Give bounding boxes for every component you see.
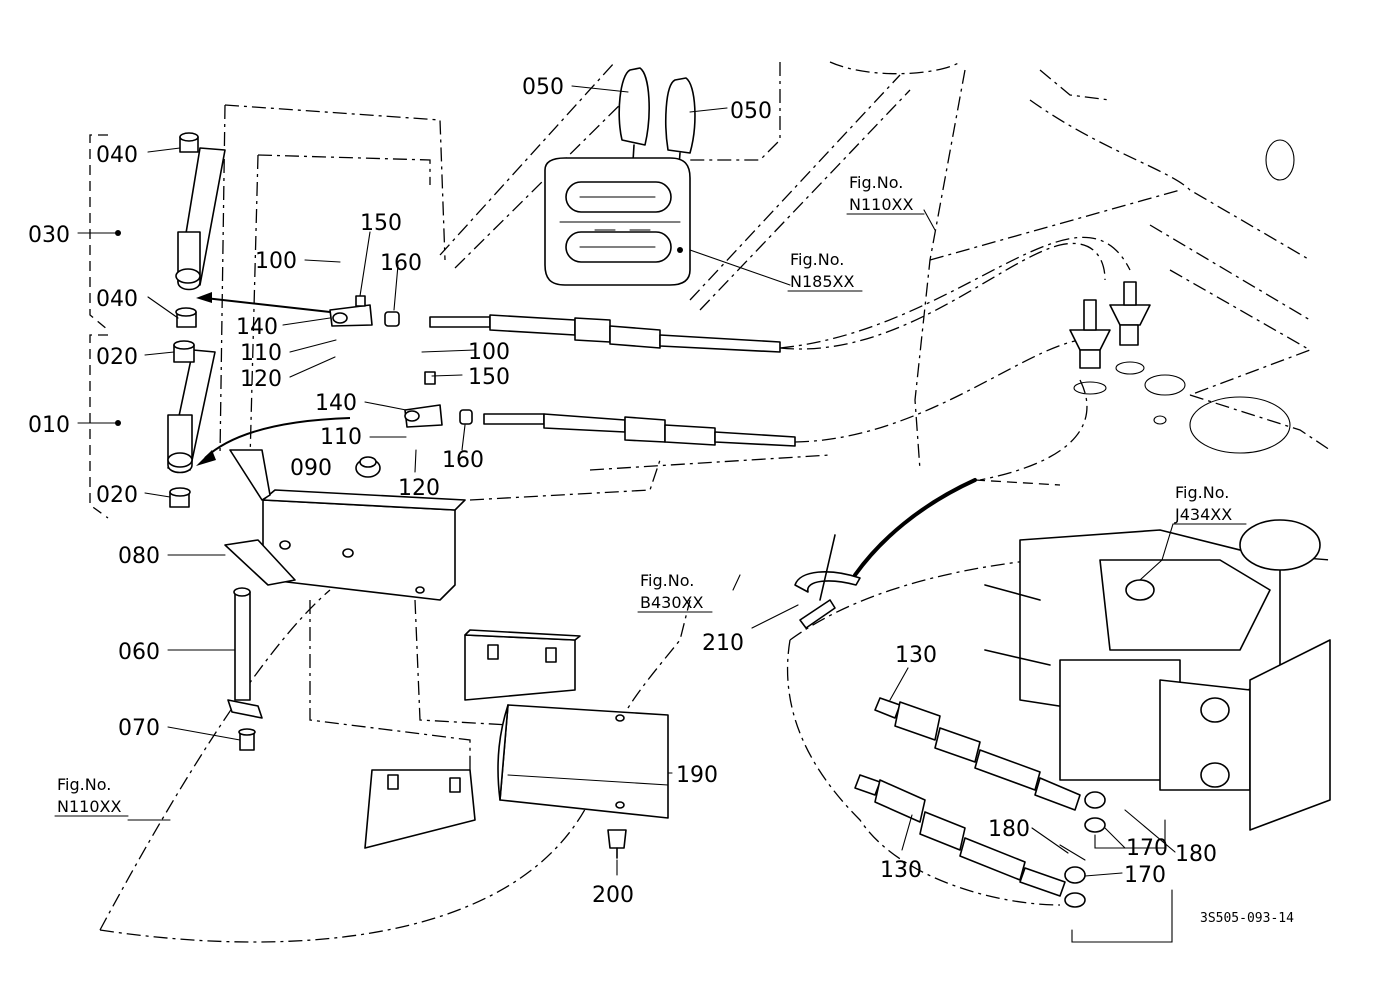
svg-text:Fig.No.: Fig.No. [640,571,694,590]
label-170-top: 170 [1126,836,1168,861]
label-010: 010 [28,413,70,438]
figref-n110-bottom: Fig.No. N110XX [54,775,129,817]
part-labels: 040 030 040 020 010 020 050 050 100 150 … [28,75,1217,908]
label-140-bottom: 140 [315,391,357,416]
rod-060 [227,587,263,751]
svg-text:B430XX: B430XX [640,593,703,612]
support-plate [224,449,466,601]
label-040-top: 040 [96,143,138,168]
valve-block [984,519,1331,831]
upper-cable [196,236,1131,353]
cable-grommets [1069,281,1151,395]
lever-knobs-050 [544,67,696,286]
label-200: 200 [592,883,634,908]
label-130-bottom: 130 [880,858,922,883]
label-090: 090 [290,456,332,481]
label-170-bottom: 170 [1124,863,1166,888]
drawing-code: 3S505-093-14 [1200,911,1294,926]
label-210: 210 [702,631,744,656]
label-080: 080 [118,544,160,569]
label-050-left: 050 [522,75,564,100]
label-100-bottom: 100 [468,340,510,365]
valve-cables-130 [854,697,1173,943]
label-190: 190 [676,763,718,788]
figref-n110-top: Fig.No. N110XX [846,173,925,215]
lower-cable [196,339,1088,481]
figref-j434: Fig.No. J434XX [1161,483,1247,561]
label-160-bottom: 160 [442,448,484,473]
label-120-top: 120 [240,367,282,392]
label-130-top: 130 [895,643,937,668]
svg-text:N110XX: N110XX [849,195,913,214]
label-050-right: 050 [730,99,772,124]
label-020-top: 020 [96,345,138,370]
svg-text:N185XX: N185XX [790,272,854,291]
svg-text:Fig.No.: Fig.No. [1175,483,1229,502]
covers [364,629,669,859]
svg-text:Fig.No.: Fig.No. [790,250,844,269]
label-150-bottom: 150 [468,365,510,390]
leader-lines [77,85,1176,877]
body-outline [99,61,1331,943]
figref-n185: Fig.No. N185XX [787,250,863,292]
label-070: 070 [118,716,160,741]
svg-text:Fig.No.: Fig.No. [57,775,111,794]
label-060: 060 [118,640,160,665]
label-020-bottom: 020 [96,483,138,508]
label-180-right: 180 [1175,842,1217,867]
label-040-bottom: 040 [96,287,138,312]
label-120-bottom: 120 [398,476,440,501]
cable-pass [794,478,1061,629]
svg-text:J434XX: J434XX [1174,505,1232,524]
svg-text:Fig.No.: Fig.No. [849,173,903,192]
label-140-top: 140 [236,315,278,340]
label-150-top: 150 [360,211,402,236]
label-110-bottom: 110 [320,425,362,450]
group-brackets [89,134,121,519]
figure-references: Fig.No. N110XX Fig.No. N185XX Fig.No. B4… [54,173,1247,817]
label-160-top: 160 [380,251,422,276]
svg-text:N110XX: N110XX [57,797,121,816]
lever-assembly-030 [175,132,226,328]
lever-assembly-010 [167,340,216,508]
label-030: 030 [28,223,70,248]
label-180-left: 180 [988,817,1030,842]
figref-b430: Fig.No. B430XX [637,571,713,613]
label-100-top: 100 [255,249,297,274]
label-110-top: 110 [240,341,282,366]
